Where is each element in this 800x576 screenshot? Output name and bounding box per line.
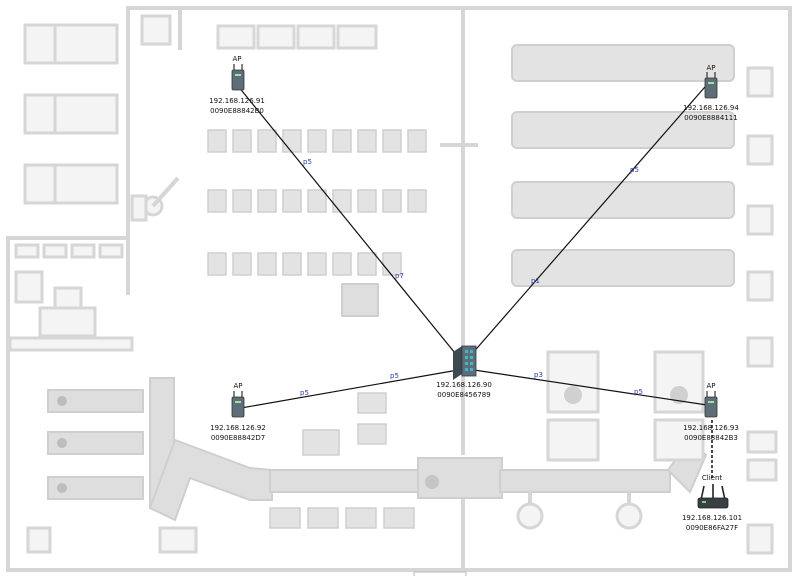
port-label-switch-ap1: p7 (395, 272, 404, 280)
wireless-client-router-icon (697, 484, 729, 509)
link-ap3-switch[interactable] (240, 369, 459, 409)
wireless-access-point-icon (231, 64, 245, 91)
device-ip: 192.168.126.90 (436, 381, 492, 389)
wireless-access-point-icon (704, 72, 718, 99)
access-point-ap2[interactable]: AP 192.168.126.94 0090E8884111 (683, 64, 739, 122)
device-mac: 0090E88842D7 (211, 434, 265, 442)
device-mac: 0090E8884111 (684, 114, 737, 122)
device-ip: 192.168.126.93 (683, 424, 739, 432)
link-ap4-switch[interactable] (473, 369, 708, 406)
port-label-ap4: p5 (634, 388, 643, 396)
wireless-access-point-icon (704, 391, 718, 418)
device-type-label: Client (702, 474, 723, 482)
access-point-ap3[interactable]: AP 192.168.126.92 0090E88842D7 (210, 382, 266, 442)
floor-plan-background (6, 6, 792, 576)
device-mac: 0090E88842B0 (210, 107, 264, 115)
ethernet-switch-icon (453, 345, 477, 380)
device-ip: 192.168.126.94 (683, 104, 739, 112)
access-point-ap1[interactable]: AP 192.168.126.91 0090E88842B0 (209, 55, 265, 115)
device-mac: 0090E88842B3 (684, 434, 738, 442)
device-type-label: AP (706, 64, 715, 72)
access-point-ap4[interactable]: AP 192.168.126.93 0090E88842B3 (683, 382, 739, 442)
port-label-switch-ap4: p3 (534, 371, 543, 379)
port-label-switch-ap3: p5 (390, 372, 399, 380)
ethernet-switch[interactable]: 192.168.126.90 0090E8456789 (436, 345, 492, 399)
port-label-switch-ap2: p1 (531, 277, 540, 285)
device-type-label: AP (232, 55, 241, 63)
client-device[interactable]: Client 192.168.126.101 0090E86FA27F (682, 474, 742, 532)
wireless-access-point-icon (231, 391, 245, 418)
device-ip: 192.168.126.101 (682, 514, 742, 522)
port-label-ap2: p5 (630, 166, 639, 174)
link-ap2-switch[interactable] (470, 79, 712, 356)
network-links (237, 79, 713, 478)
port-label-ap1: p5 (303, 158, 312, 166)
link-ap1-switch[interactable] (237, 85, 460, 359)
device-ip: 192.168.126.91 (209, 97, 265, 105)
device-mac: 0090E86FA27F (686, 524, 738, 532)
device-type-label: AP (706, 382, 715, 390)
device-mac: 0090E8456789 (437, 391, 490, 399)
port-label-ap3: p5 (300, 389, 309, 397)
device-ip: 192.168.126.92 (210, 424, 266, 432)
device-type-label: AP (233, 382, 242, 390)
